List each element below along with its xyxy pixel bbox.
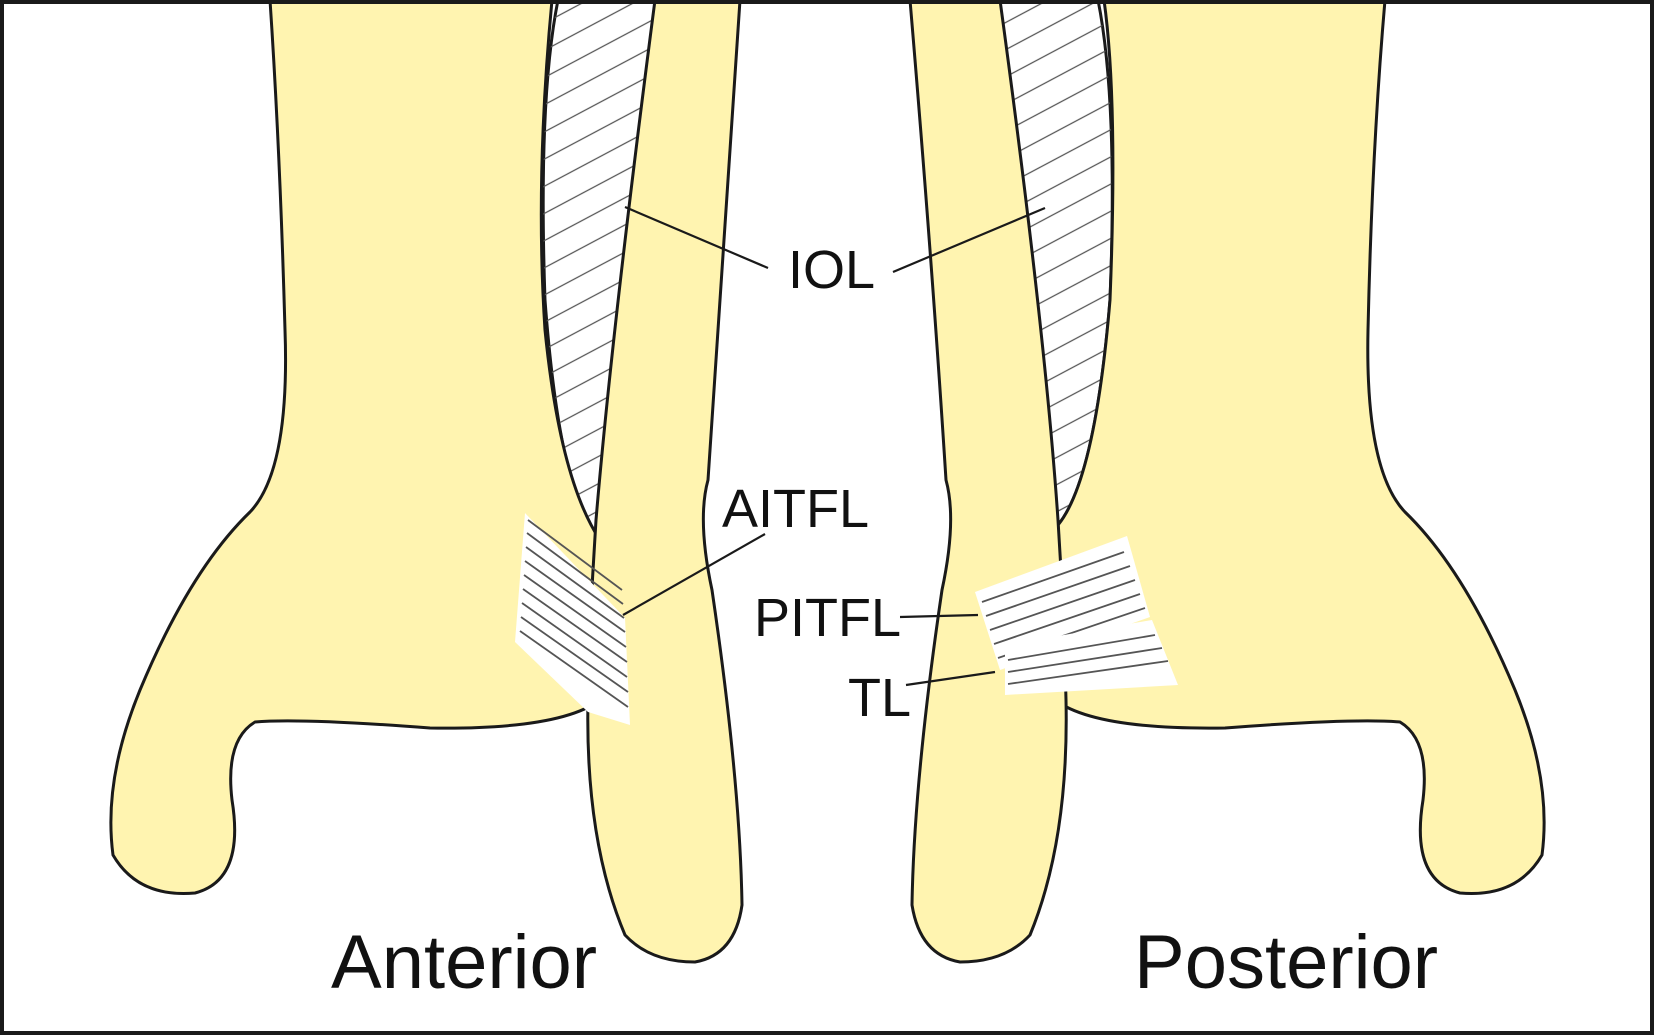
anterior-view [109, 0, 769, 964]
iol-leader-anterior [624, 205, 769, 270]
anterior-label: Anterior [331, 920, 597, 1005]
posterior-view [892, 0, 1546, 964]
iol-label: IOL [788, 240, 875, 300]
posterior-fibula [908, 0, 1068, 964]
pitfl-leader [899, 613, 979, 619]
aitfl-label: AITFL [722, 479, 869, 539]
anterior-tibia [109, 0, 602, 896]
aitfl-ligament [515, 513, 630, 725]
aitfl-leader [622, 533, 766, 616]
posterior-tibia [1053, 0, 1546, 896]
posterior-label: Posterior [1134, 920, 1438, 1005]
tl-label: TL [848, 668, 911, 728]
tl-ligament [1005, 620, 1178, 695]
pitfl-label: PITFL [754, 588, 901, 648]
iol-leader-posterior [892, 206, 1046, 274]
tl-leader [905, 670, 996, 687]
